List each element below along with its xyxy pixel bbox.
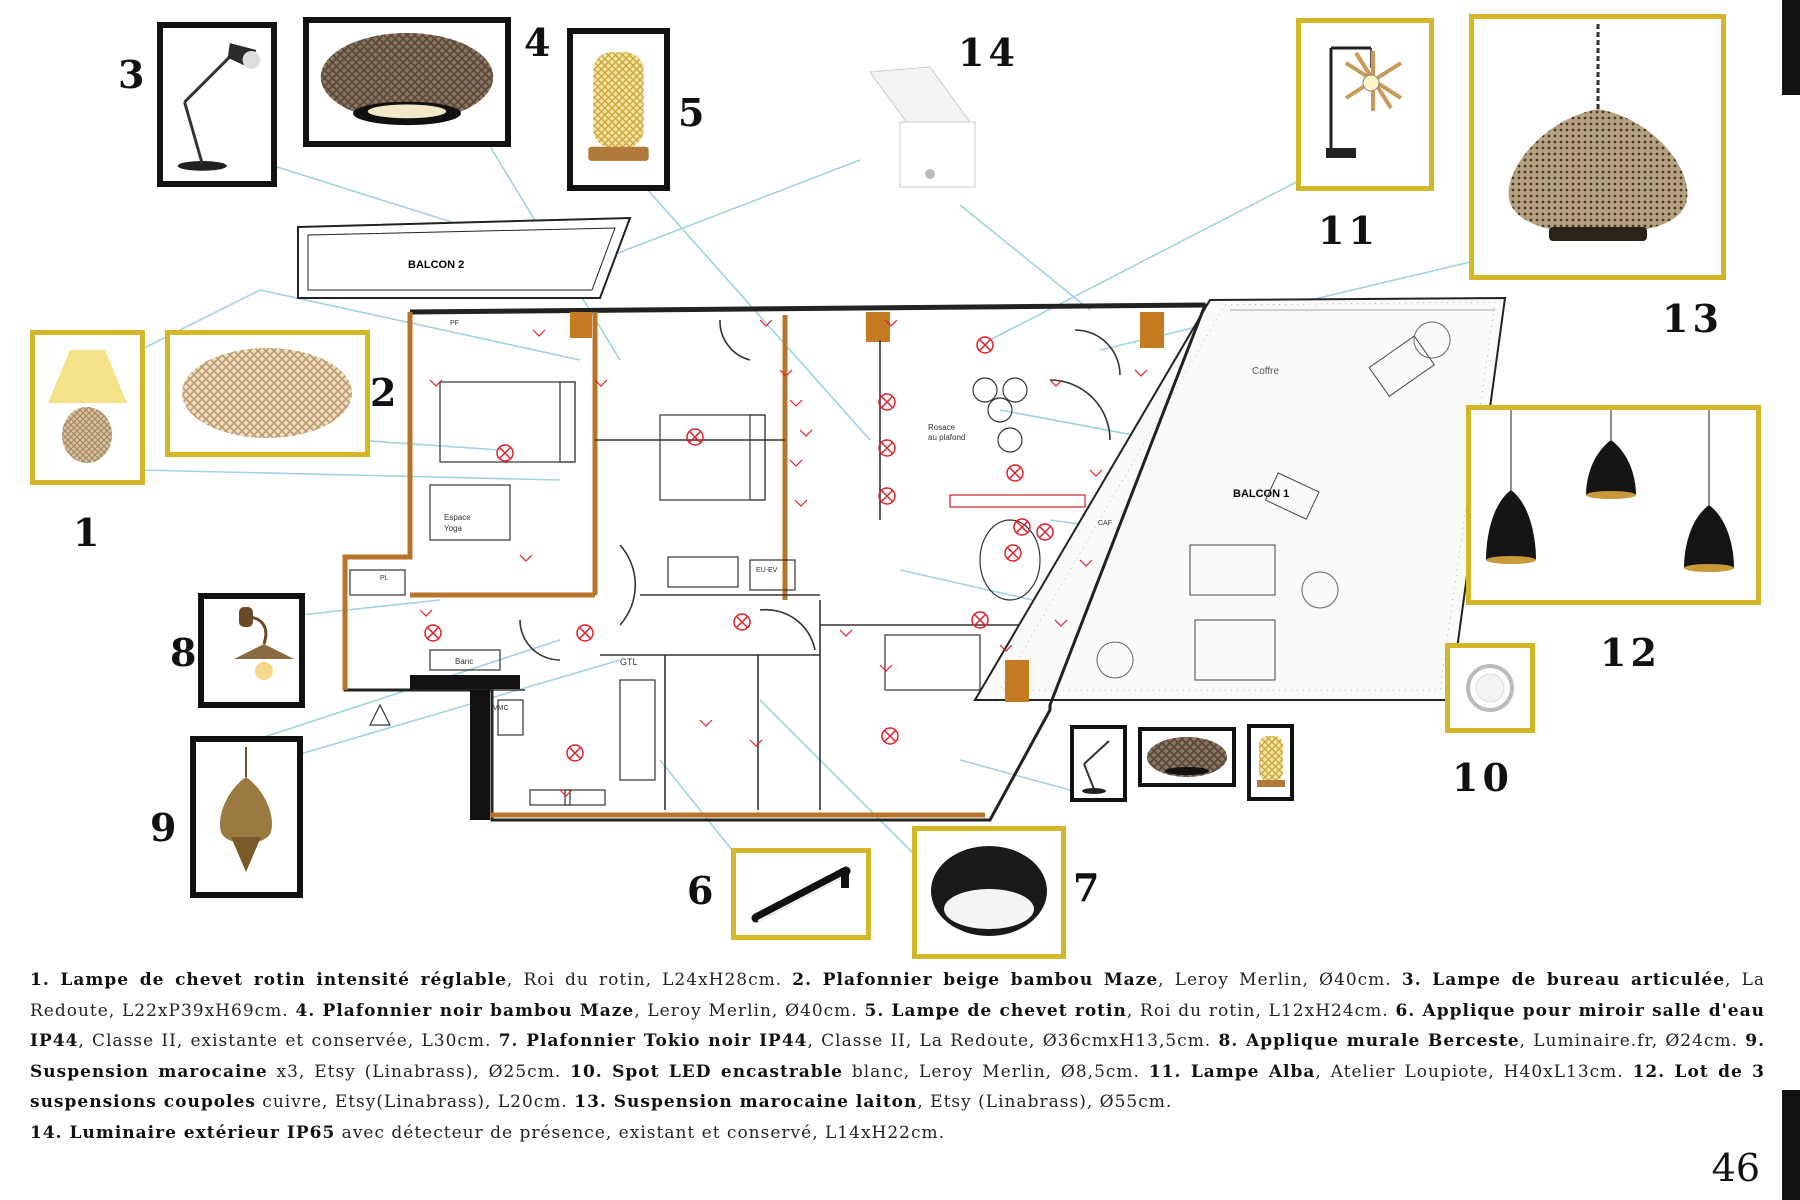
legend-item-2: 2. Plafonnier beige bambou Maze, Leroy M… — [792, 970, 1402, 990]
bamboo-ceiling-mini-icon — [1147, 737, 1227, 777]
product-1-rattan-bedside-dimmable — [30, 330, 145, 485]
label-9: 9 — [150, 805, 181, 850]
label-13: 13 — [1662, 296, 1723, 341]
page-number: 46 — [1711, 1146, 1760, 1190]
legend-item-6: 6. Applique pour miroir salle d'eau IP44… — [30, 1000, 1765, 1052]
product-4-black-bamboo-ceiling — [303, 17, 511, 147]
structural-walls — [342, 312, 985, 818]
vmc-label: VMC — [493, 705, 509, 712]
product-6-mirror-light — [731, 848, 871, 940]
product-5-mini — [1247, 724, 1294, 801]
gtl-label: GTL — [620, 657, 638, 667]
legend-item-13: 13. Suspension marocaine laiton, Etsy (L… — [574, 1092, 1173, 1112]
label-8: 8 — [170, 630, 201, 675]
legend-item-10: 10. Spot LED encastrable blanc, Leroy Me… — [570, 1061, 1149, 1082]
product-12-three-copper-pendants — [1466, 405, 1761, 605]
product-10-led-spot — [1445, 643, 1535, 733]
legend-item-1: 1. Lampe de chevet rotin intensité régla… — [30, 970, 793, 990]
caf-label: CAF — [1098, 520, 1112, 527]
rosace-label-1: Rosace — [928, 423, 956, 432]
rattan-lamp-icon — [588, 52, 649, 161]
legend-item-3: 3. Lampe de bureau articulée, La Redoute… — [30, 970, 1766, 1021]
espace-yoga-label-1: Espace — [444, 513, 471, 522]
espace-yoga-label-2: Yoga — [444, 524, 463, 533]
legend-caption: 1. Lampe de chevet rotin intensité régla… — [30, 965, 1765, 1148]
product-5-rattan-bedside — [567, 28, 670, 191]
balcon2-label: BALCON 2 — [408, 259, 464, 271]
rosace-label-2: au plafond — [928, 433, 965, 442]
label-3: 3 — [118, 52, 149, 97]
product-7-tokio-ceiling — [912, 826, 1066, 959]
alba-lamp-icon — [1326, 46, 1403, 158]
label-1: 1 — [73, 510, 104, 555]
product-9-moroccan-suspension — [190, 736, 303, 898]
outdoor-light-icon — [869, 66, 976, 188]
legend-item-5: 5. Lampe de chevet rotin, Roi du rotin, … — [864, 1000, 1396, 1021]
legend-item-14: 14. Luminaire extérieur IP65 avec détect… — [30, 1122, 946, 1143]
label-6: 6 — [687, 868, 718, 913]
balcony-1: BALCON 1 Coffre — [973, 296, 1507, 701]
product-14-outdoor-light — [860, 62, 980, 192]
desk-lamp-icon — [177, 43, 261, 171]
product-11-lampe-alba — [1296, 18, 1434, 191]
legend-item-8: 8. Applique murale Berceste, Luminaire.f… — [1218, 1031, 1746, 1051]
balcon1-label: BALCON 1 — [1233, 488, 1289, 500]
coffre-label: Coffre — [1252, 366, 1279, 377]
rattan-lamp-mini-icon — [1257, 736, 1285, 787]
legend-item-4: 4. Plafonnier noir bambou Maze, Leroy Me… — [295, 1000, 865, 1021]
legend-item-7: 7. Plafonnier Tokio noir IP44, Classe II… — [498, 1031, 1219, 1051]
bamboo-ceiling-beige-icon — [182, 348, 352, 438]
floor-plan: BALCON 2 BALCON 1 Coffre — [139, 129, 1507, 861]
moroccan-suspension-icon — [220, 747, 272, 872]
product-13-moroccan-brass — [1469, 14, 1726, 280]
mirror-light-icon — [751, 866, 851, 923]
label-10: 10 — [1452, 755, 1513, 800]
legend-item-11: 11. Lampe Alba, Atelier Loupiote, H40xL1… — [1148, 1061, 1633, 1082]
wall-sconce-icon — [234, 607, 294, 680]
label-5: 5 — [678, 90, 709, 135]
led-spot-icon — [1466, 664, 1514, 712]
pl-label: PL — [380, 575, 389, 582]
label-7: 7 — [1073, 865, 1104, 910]
product-8-wall-sconce — [198, 593, 305, 708]
label-2: 2 — [370, 370, 401, 415]
dome-pendants-icon — [1486, 410, 1734, 572]
eu-ev-label: EU-EV — [756, 567, 778, 574]
bamboo-ceiling-black-icon — [320, 33, 494, 126]
desk-lamp-mini-icon — [1082, 740, 1110, 794]
product-3-mini — [1070, 725, 1127, 802]
edge-bar-bottom — [1782, 1090, 1800, 1200]
tokio-ceiling-icon — [931, 846, 1047, 936]
product-3-desk-lamp — [157, 22, 277, 187]
furniture: Espace Yoga Banc PL EU-EV Rosace au plaf… — [349, 320, 1112, 806]
banc-label: Banc — [455, 657, 473, 666]
moroccan-pendant-icon — [1508, 24, 1688, 241]
edge-bar-top — [1782, 0, 1800, 95]
black-wall — [470, 690, 490, 820]
electrical-symbols — [419, 319, 1148, 797]
legend-item-12: 12. Lot de 3 suspensions coupoles cuivre… — [30, 1061, 1765, 1113]
label-11: 11 — [1318, 208, 1379, 253]
rattan-table-lamp-icon — [48, 350, 127, 463]
pf-label: PF — [450, 320, 459, 327]
label-12: 12 — [1600, 630, 1661, 675]
product-4-mini — [1138, 727, 1236, 787]
legend-item-9: 9. Suspension marocaine x3, Etsy (Linabr… — [30, 1031, 1765, 1082]
balcony-2: BALCON 2 — [297, 216, 632, 299]
label-4: 4 — [524, 20, 555, 65]
product-2-beige-bamboo-ceiling — [165, 330, 370, 457]
label-14: 14 — [958, 30, 1019, 75]
partitions — [490, 319, 1121, 810]
